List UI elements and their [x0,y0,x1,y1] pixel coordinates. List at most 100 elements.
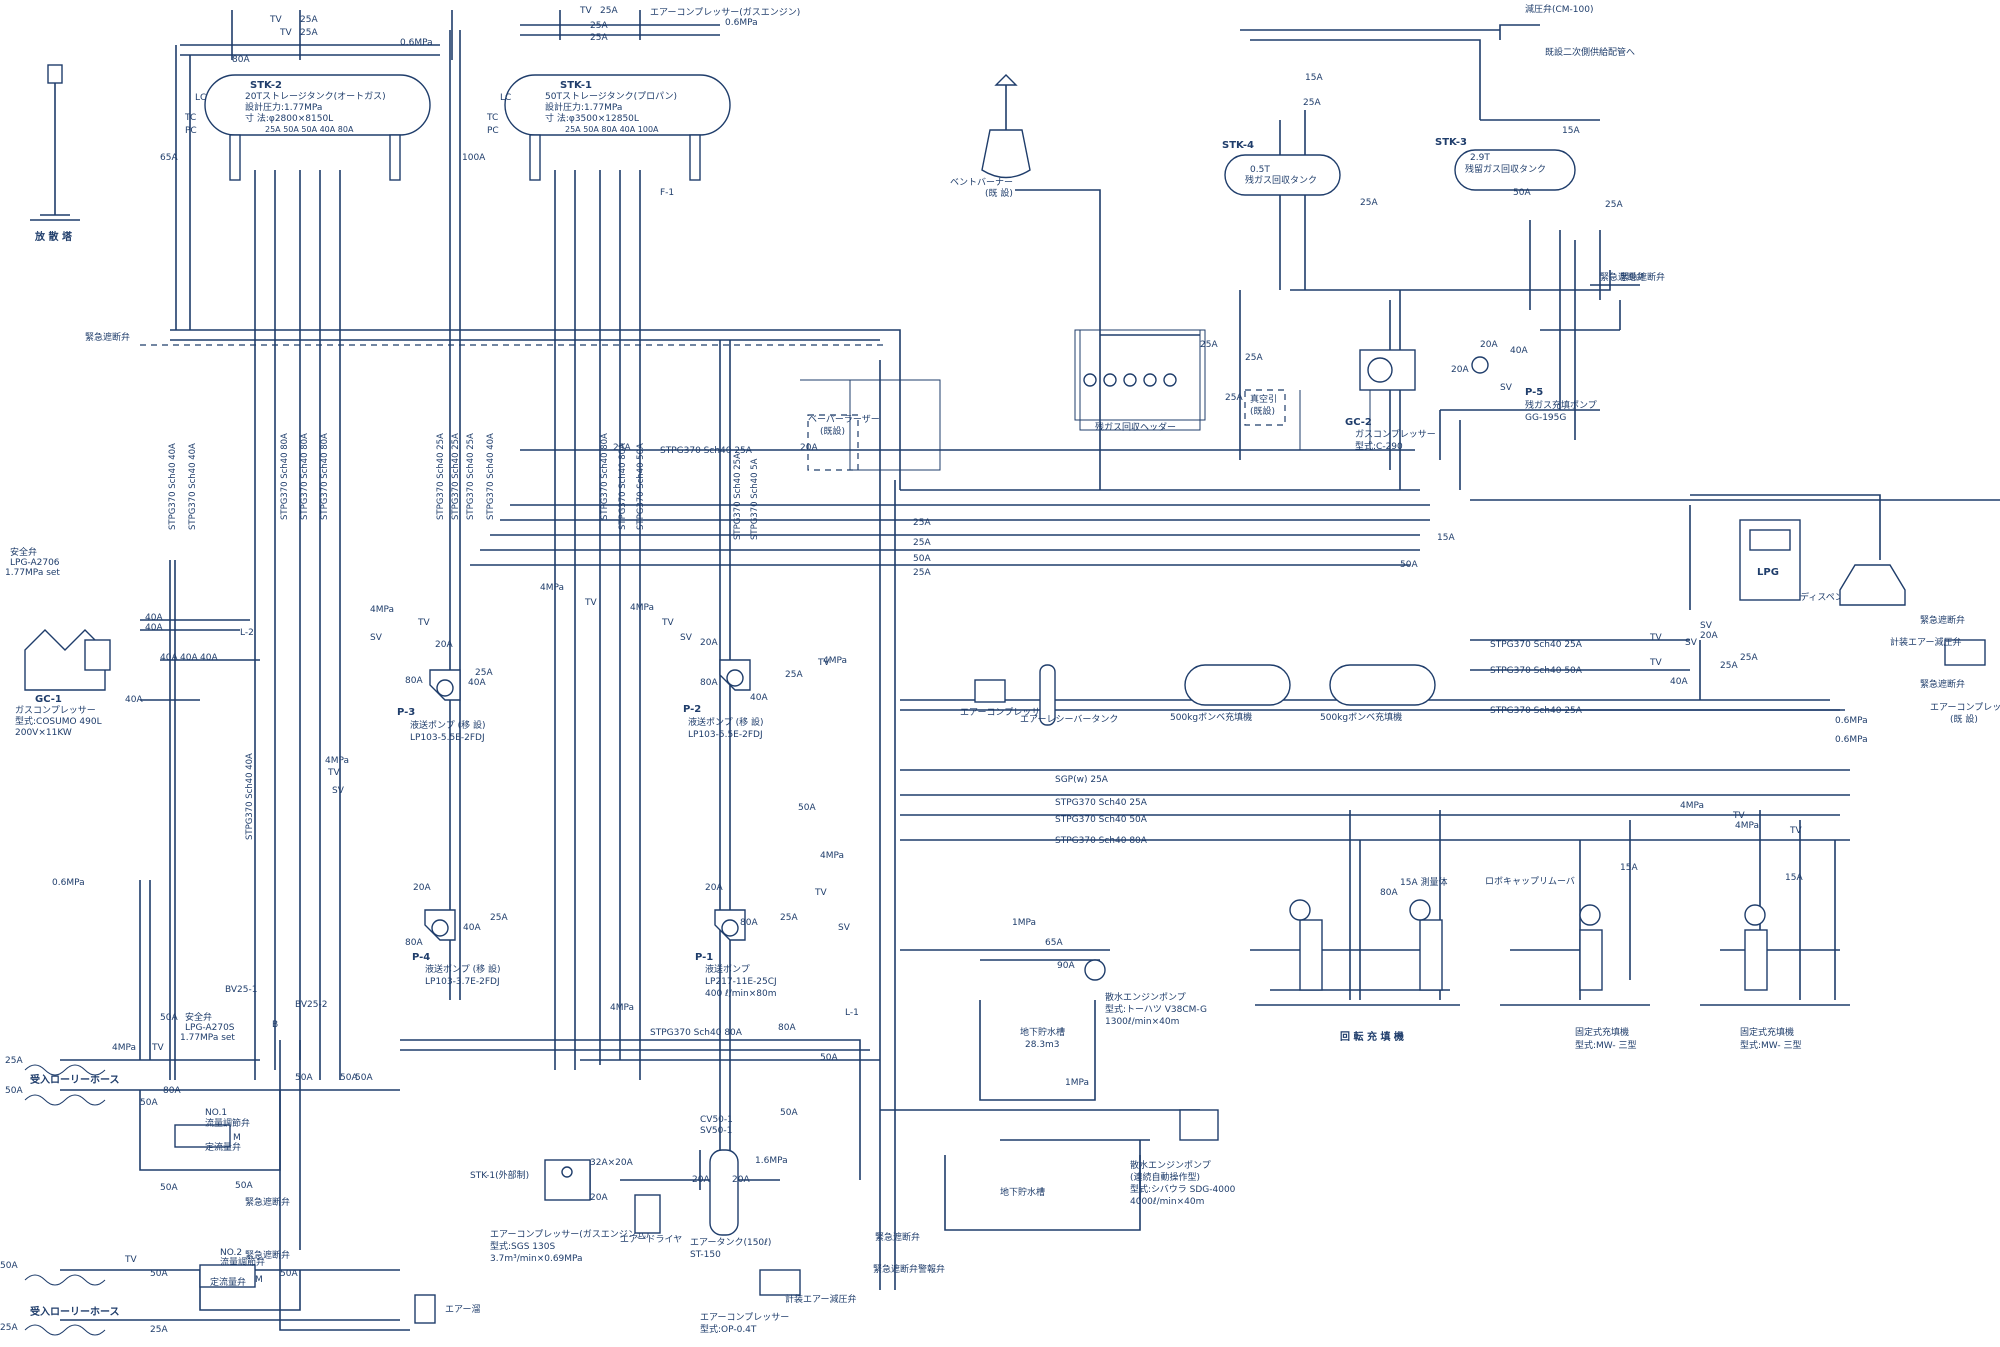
tag-100a: 100A [462,153,486,163]
tag-50a-left3: 50A [280,1269,298,1279]
emg-bottom-alarm: 緊急遮断弁警報弁 [873,1263,945,1275]
tag-65a: 65A [160,153,178,163]
tag-50a-left2: 50A [160,1183,178,1193]
stk1-nozzles: 25A 50A 80A 40A 100A [565,125,659,134]
stk4-id: STK-4 [1222,140,1254,151]
fixed2-name: 固定式充填機 [1740,1026,1794,1038]
stk3-tank: STK-3 2.9T 残留ガス回収タンク [1435,137,1576,191]
tag-90a-bot: 90A [1057,961,1075,971]
tag-40a-gc1b: 40A [145,623,163,633]
stk1-pressure: 設計圧力:1.77MPa [545,101,622,113]
tag-50a-bot: 50A [780,1108,798,1118]
gas-header: 残ガス回収ヘッダー [1074,329,1206,433]
vaporizer-label: ベーパーラーザー [808,414,880,425]
tag-40a-p3: 40A [468,678,486,688]
pipe-v10: STPG370 Sch40 80A [600,433,610,520]
tag-4mpa-p2: 4MPa [630,603,654,613]
ac-mid: エアーコンプレッサー [960,679,1049,718]
gc1-valve-spec: LPG-A2706 [10,558,60,568]
ac-sgs-name: エアーコンプレッサー(ガスエンジン式) [490,1228,649,1240]
gc2-id: GC-2 [1345,417,1372,428]
air-drain: エアー溜 [414,1294,480,1324]
tag-20a-p3: 20A [435,640,453,650]
tag-tv-p4: TV [327,768,340,778]
air-tank: エアータンク(150ℓ) ST-150 [690,1149,771,1260]
fixed-filler-1: 固定式充填機 型式:MW- 三型 [1500,904,1650,1051]
lpg-label: LPG [1757,567,1779,578]
pump-p5: P-5 残ガス充填ポンプ GG-195G [1471,356,1597,423]
gc1-id: GC-1 [35,694,62,705]
emg-left-bottom: 緊急遮断弁 [245,1249,290,1261]
fixed2-model: 型式:MW- 三型 [1740,1039,1801,1051]
gc1-power: 200V×11KW [15,728,72,738]
flow1-no: NO.1 [205,1108,227,1118]
p1-model: LP217-11E-25CJ [705,977,777,987]
rotary-label: 回 転 充 填 機 [1340,1030,1404,1043]
gc1-compressor: 安全弁 LPG-A2706 1.77MPa set GC-1 ガスコンプレッサー… [5,546,111,738]
tag-65a-bot: 65A [1045,938,1063,948]
tag-sv-p1b: SV [838,923,851,933]
tag-50a-left8: 50A [160,1013,178,1023]
emg-bottom-mid: 緊急遮断弁 [875,1231,920,1243]
cylinder-filler-1: 500kgボンベ充填機 [1170,664,1291,723]
tag-50a-left9: 50A [235,1181,253,1191]
tag-20a-bot2: 20A [692,1175,710,1185]
water-tank-1: 地下貯水槽 28.3m3 [979,1000,1096,1101]
tag-25a-p1: 25A [780,913,798,923]
pump-p2: P-2 液送ポンプ (移 設) LP103-5.5E-2FDJ [683,659,763,740]
tag-4mpa-mid: 4MPa [540,583,564,593]
vacuum-label: 真空引 [1250,393,1277,405]
bv25-1-label: BV25-1 [225,985,257,995]
air-reduce-bottom: 計装エアー減圧弁 [785,1293,856,1305]
stk1-name: 50Tストレージタンク(プロパン) [545,91,677,102]
stk2-id: STK-2 [250,80,282,91]
emg-right-mid: 緊急遮断弁 [1920,614,1965,626]
tag-m-1: M [233,1133,241,1143]
tag-50a-mid: 50A [798,803,816,813]
emg-right-low: 緊急遮断弁 [1920,678,1965,690]
tag-25a-stk4: 25A [1303,98,1321,108]
ac-sgs-spec: 3.7m³/min×0.69MPa [490,1254,583,1264]
ac-sgs-model: 型式:SGS 130S [490,1240,555,1252]
pipe-v5: STPG370 Sch40 80A [320,433,330,520]
pipe-h3: STPG370 Sch40 50A [1490,666,1583,676]
gc1-valve: 安全弁 [10,546,37,558]
tag-4mpa-right: 4MPa [1680,801,1704,811]
tag-25a-hose1: 25A [5,1056,23,1066]
sv2-label: 安全弁 [185,1011,212,1023]
gauge-1mpa-a: 1MPa [1012,918,1036,928]
vacuum-note: (既設) [1250,405,1275,417]
tag-20a-p4: 20A [413,883,431,893]
p4-model: LP103-3.7E-2FDJ [425,977,500,987]
tag-25a-3: 25A [600,6,618,16]
ac-op: エアーコンプレッサー 型式:OP-0.4T [700,1269,801,1335]
tag-25a-stk3: 25A [1605,200,1623,210]
ac-right-name: エアーコンプレッサー [1930,702,2000,713]
wpump1-name: 散水エンジンポンプ [1105,991,1186,1003]
vacuum-pump: 真空引 (既設) [1244,389,1286,426]
air-to-engine-label: エアーコンプレッサー(ガスエンジン) [650,7,800,18]
hose2-label: 受入ローリーホース [30,1305,120,1318]
cv50-label: CV50-1 [700,1115,733,1125]
tag-06mpa-right2: 0.6MPa [1835,735,1868,745]
stk3-name1: 2.9T [1470,153,1490,163]
ac-right-note: (既 設) [1950,713,1978,725]
tag-20a-p5b: 20A [1451,365,1469,375]
pipe-h9: STPG370 Sch40 80A [650,1028,743,1038]
p5-id: P-5 [1525,387,1543,398]
tag-40a-p4: 40A [463,923,481,933]
tag-tc-1: TC [184,113,196,123]
gc2-compressor: GC-2 ガスコンプレッサー 型式:C-290 [1345,349,1436,452]
tag-80a-right: 80A [1380,888,1398,898]
emg-right-top: 緊急遮断弁 [1600,271,1645,283]
pipe-h7: STPG370 Sch40 50A [1055,815,1148,825]
flow1-name: 流量調節弁 [205,1117,250,1129]
tag-tv-p2: TV [661,618,674,628]
tag-40a-gc1a: 40A [145,613,163,623]
tag-20a-vap: 20A [800,443,818,453]
air-reduce-right: 計装エアー減圧弁 [1890,636,1961,648]
tag-tv-p3: TV [417,618,430,628]
tag-40a-gc1f: 40A [125,695,143,705]
tag-50a-mid2: 50A [820,1053,838,1063]
tag-50a-left5: 50A [295,1073,313,1083]
